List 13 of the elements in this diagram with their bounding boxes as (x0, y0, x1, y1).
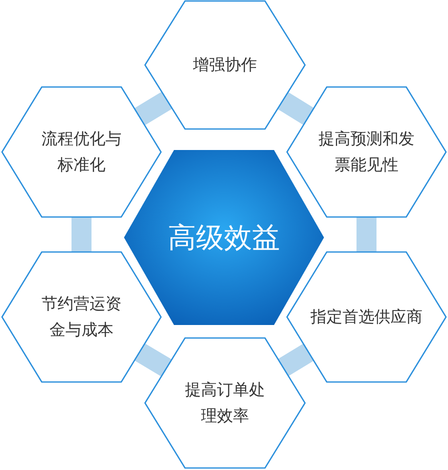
benefit-label: 增强协作 (192, 54, 258, 76)
benefit-label: 流程优化与标准化 (40, 128, 122, 176)
connector-band (72, 217, 92, 252)
central-title: 高级效益 (167, 220, 281, 254)
benefit-label: 节约营运资金与成本 (40, 293, 122, 341)
connector-band (134, 343, 172, 377)
connector-band (278, 92, 314, 126)
connector-band (134, 92, 172, 126)
benefit-label: 指定首选供应商 (310, 306, 424, 328)
connector-band (278, 344, 314, 376)
benefit-label: 提高预测和发票能见性 (318, 128, 416, 176)
benefit-label: 提高订单处理效率 (184, 379, 266, 427)
connector-band (356, 217, 376, 252)
